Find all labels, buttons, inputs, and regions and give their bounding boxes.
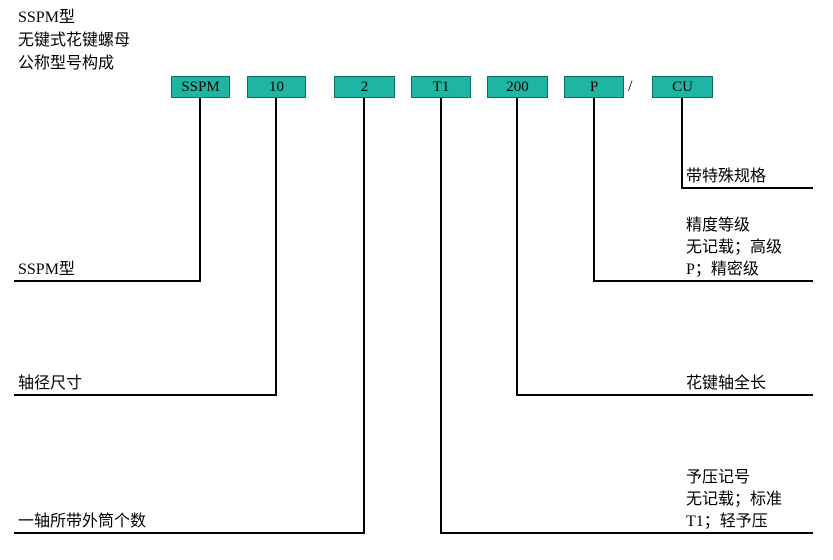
title-line-1: SSPM型 xyxy=(18,9,75,26)
leader-model-horizontal xyxy=(14,280,201,282)
leader-nut-count-horizontal xyxy=(14,532,365,534)
leader-accuracy-horizontal xyxy=(593,280,813,282)
separator-slash: / xyxy=(628,78,633,95)
label-accuracy-title: 精度等级 xyxy=(686,217,751,234)
leader-preload-vertical xyxy=(440,98,442,534)
label-preload-standard: 无记载；标准 xyxy=(686,491,783,508)
code-box-special: CU xyxy=(652,76,713,98)
code-box-nut-count: 2 xyxy=(334,76,395,98)
leader-nut-count-vertical xyxy=(363,98,365,534)
leader-accuracy-vertical xyxy=(593,98,595,282)
title-line-3: 公称型号构成 xyxy=(18,55,115,72)
title-line-2: 无键式花键螺母 xyxy=(18,32,131,49)
label-shaft-diameter: 轴径尺寸 xyxy=(18,375,83,392)
code-box-shaft-length: 200 xyxy=(487,76,548,98)
label-nuts-per-shaft: 一轴所带外筒个数 xyxy=(18,513,147,530)
leader-shaft-diameter-vertical xyxy=(275,98,277,396)
leader-special-horizontal xyxy=(681,187,813,189)
label-model: SSPM型 xyxy=(18,261,75,278)
code-box-model: SSPM xyxy=(171,76,230,98)
label-accuracy-precision: P；精密级 xyxy=(686,261,759,278)
label-preload-light: T1；轻予压 xyxy=(686,513,768,530)
code-box-preload: T1 xyxy=(411,76,471,98)
label-preload-title: 予压记号 xyxy=(686,469,751,486)
leader-special-vertical xyxy=(681,98,683,189)
leader-model-vertical xyxy=(199,98,201,282)
label-accuracy-high: 无记载；高级 xyxy=(686,239,783,256)
label-special: 带特殊规格 xyxy=(686,168,767,185)
leader-preload-horizontal xyxy=(440,532,813,534)
label-shaft-length: 花键轴全长 xyxy=(686,375,767,392)
leader-shaft-diameter-horizontal xyxy=(14,394,277,396)
leader-shaft-length-vertical xyxy=(516,98,518,396)
leader-shaft-length-horizontal xyxy=(516,394,813,396)
code-box-accuracy: P xyxy=(564,76,624,98)
code-box-shaft-diameter: 10 xyxy=(247,76,306,98)
